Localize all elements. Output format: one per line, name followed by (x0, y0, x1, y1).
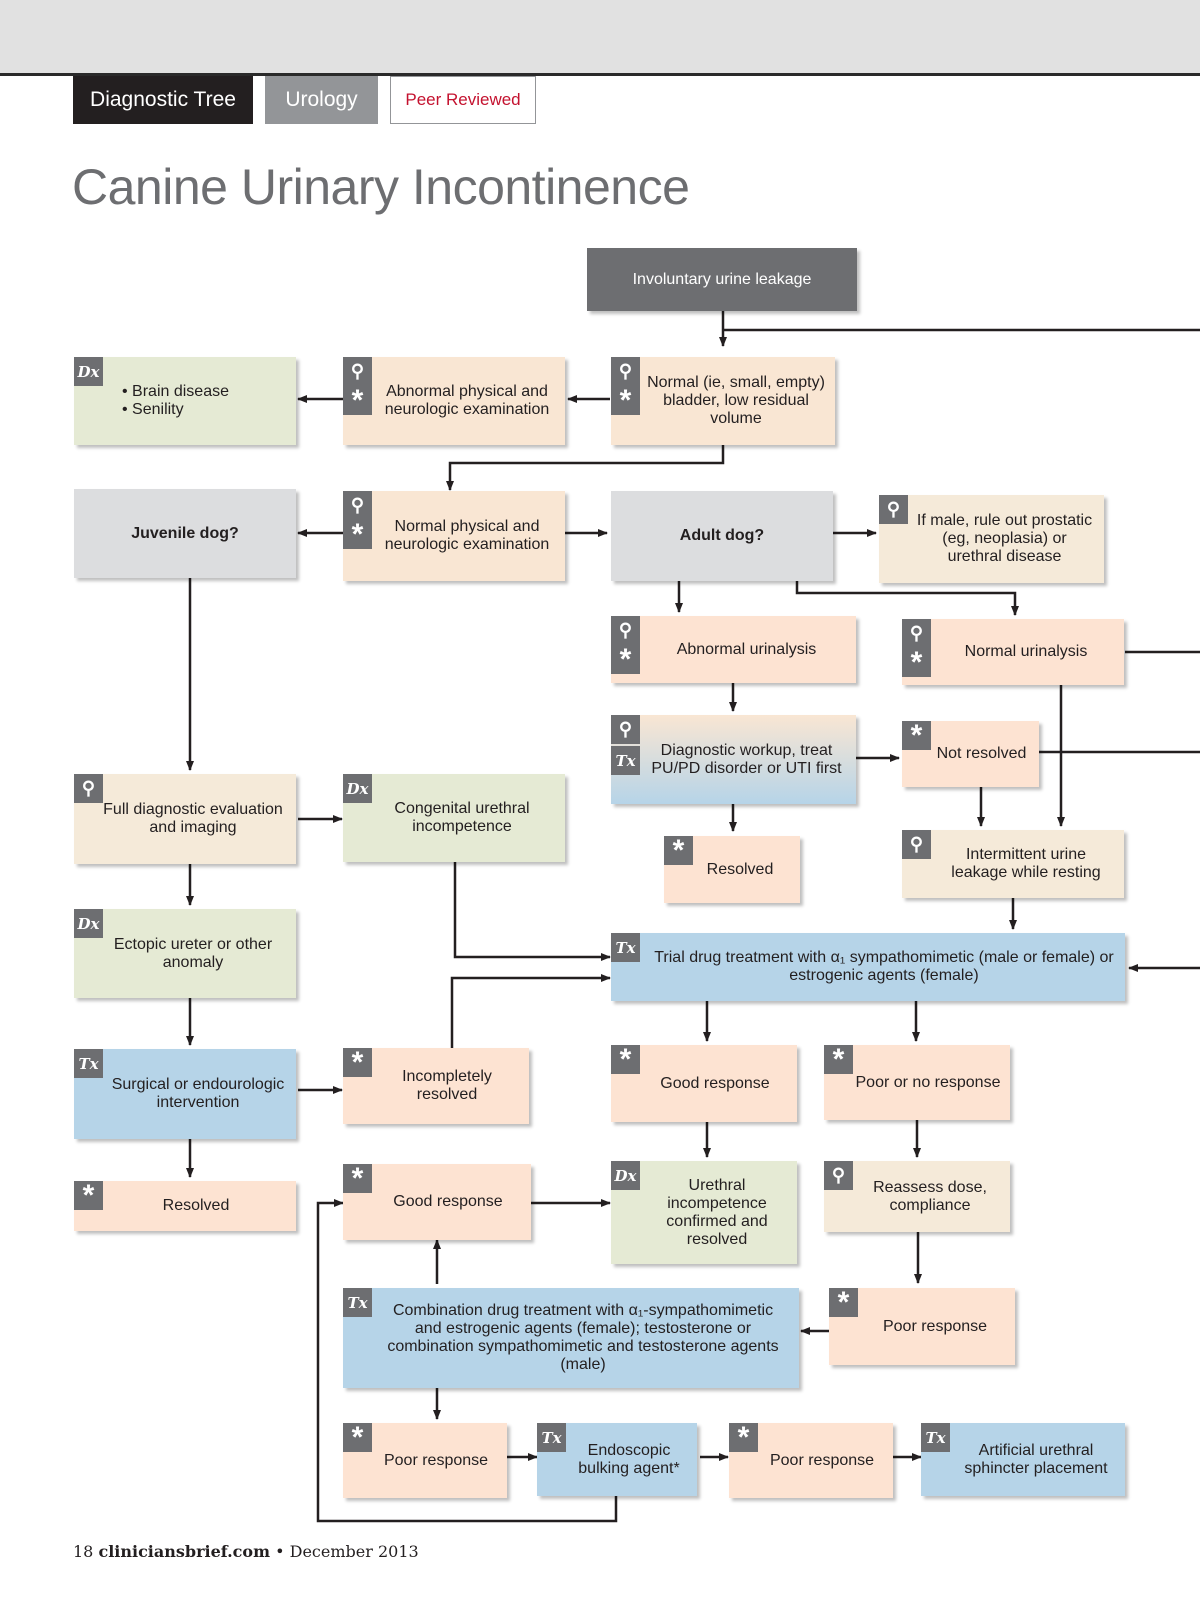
node-intermittent[interactable]: Intermittent urine leakage while resting (902, 830, 1124, 898)
node-good-response-2[interactable]: Good response (343, 1164, 531, 1240)
dx-icon: Dx (611, 1161, 640, 1190)
node-poor-no-response[interactable]: Poor or no response (824, 1045, 1010, 1120)
node-trial-drug[interactable]: Trial drug treatment with α₁ sympathomim… (611, 933, 1125, 1001)
node-good-response-1[interactable]: Good response (611, 1045, 797, 1122)
list-item: Brain disease (122, 383, 229, 401)
node-involuntary-leakage[interactable]: Involuntary urine leakage (587, 248, 857, 311)
star-icon: * (343, 520, 372, 550)
star-icon: * (611, 1045, 640, 1075)
node-incompletely-resolved[interactable]: Incompletely resolved (343, 1048, 529, 1124)
node-ectopic-ureter[interactable]: Ectopic ureter or other anomaly (74, 909, 296, 998)
dx-icon: Dx (74, 909, 103, 938)
node-diagnostic-workup[interactable]: Diagnostic workup, treat PU/PD disorder … (611, 715, 856, 804)
magnifier-icon: ⚲ (343, 491, 372, 520)
node-artificial-sphincter[interactable]: Artificial urethral sphincter placement (921, 1423, 1125, 1496)
category-tag[interactable]: Diagnostic Tree (73, 76, 253, 124)
page-title: Canine Urinary Incontinence (72, 159, 690, 215)
node-urethral-confirmed[interactable]: Urethral incompetence confirmed and reso… (611, 1161, 797, 1264)
tx-icon: Tx (74, 1049, 103, 1078)
page-footer: 18 cliniciansbrief.com • December 2013 (73, 1542, 419, 1561)
node-normal-urinalysis[interactable]: Normal urinalysis (902, 619, 1124, 685)
node-brain-disease[interactable]: Brain disease Senility (74, 357, 296, 445)
page-number: 18 (73, 1542, 94, 1561)
connector (450, 974, 611, 1048)
connector (316, 1199, 618, 1523)
footer-separator: • (270, 1542, 290, 1561)
tx-icon: Tx (611, 933, 640, 962)
node-normal-exam[interactable]: Normal physical and neurologic examinati… (343, 491, 565, 581)
star-icon: * (611, 386, 640, 416)
magnifier-icon: ⚲ (611, 715, 640, 744)
star-icon: * (829, 1288, 858, 1318)
list-item: Senility (122, 401, 229, 419)
node-juvenile-dog[interactable]: Juvenile dog? (74, 489, 296, 578)
star-icon: * (343, 386, 372, 416)
magnifier-icon: ⚲ (343, 357, 372, 386)
node-resolved-left[interactable]: Resolved (74, 1181, 296, 1231)
peer-reviewed-tag[interactable]: Peer Reviewed (390, 76, 536, 124)
magnifier-icon: ⚲ (611, 616, 640, 645)
dx-icon: Dx (343, 774, 372, 803)
star-icon: * (824, 1045, 853, 1075)
magnifier-icon: ⚲ (611, 357, 640, 386)
site-link[interactable]: cliniciansbrief.com (98, 1542, 270, 1561)
star-icon: * (343, 1048, 372, 1078)
node-full-diagnostic[interactable]: Full diagnostic evaluation and imaging (74, 774, 296, 864)
node-combination-drug[interactable]: Combination drug treatment with α₁-sympa… (343, 1288, 799, 1388)
star-icon: * (611, 645, 640, 675)
star-icon: * (902, 721, 931, 751)
magnifier-icon: ⚲ (879, 495, 908, 524)
magnifier-icon: ⚲ (902, 830, 931, 859)
node-abnormal-exam[interactable]: Abnormal physical and neurologic examina… (343, 357, 565, 445)
node-normal-bladder[interactable]: Normal (ie, small, empty) bladder, low r… (611, 357, 835, 445)
star-icon: * (664, 836, 693, 866)
header-band (0, 0, 1200, 76)
issue-date: December 2013 (289, 1542, 419, 1561)
star-icon: * (729, 1423, 758, 1453)
topic-tag[interactable]: Urology (265, 76, 378, 124)
node-abnormal-urinalysis[interactable]: Abnormal urinalysis (611, 616, 856, 683)
star-icon: * (902, 648, 931, 678)
connector (795, 581, 1019, 616)
dx-icon: Dx (74, 357, 103, 386)
node-poor-response-right[interactable]: Poor response (829, 1288, 1015, 1365)
node-surgical[interactable]: Surgical or endourologic intervention (74, 1049, 296, 1139)
star-icon: * (343, 1423, 372, 1453)
tx-icon: Tx (343, 1288, 372, 1317)
tx-icon: Tx (611, 746, 640, 775)
magnifier-icon: ⚲ (74, 774, 103, 803)
star-icon: * (343, 1164, 372, 1194)
node-reassess[interactable]: Reassess dose, compliance (824, 1161, 1010, 1232)
node-adult-dog[interactable]: Adult dog? (611, 491, 833, 581)
tx-icon: Tx (921, 1423, 950, 1452)
connector (446, 445, 725, 491)
node-male-ruleout[interactable]: If male, rule out prostatic (eg, neoplas… (879, 495, 1104, 583)
diagnosis-list: Brain disease Senility (122, 383, 229, 419)
magnifier-icon: ⚲ (902, 619, 931, 648)
magnifier-icon: ⚲ (824, 1161, 853, 1190)
connector (453, 862, 611, 961)
tx-icon: Tx (537, 1423, 566, 1452)
star-icon: * (74, 1181, 103, 1211)
node-congenital[interactable]: Congenital urethral incompetence (343, 774, 565, 862)
